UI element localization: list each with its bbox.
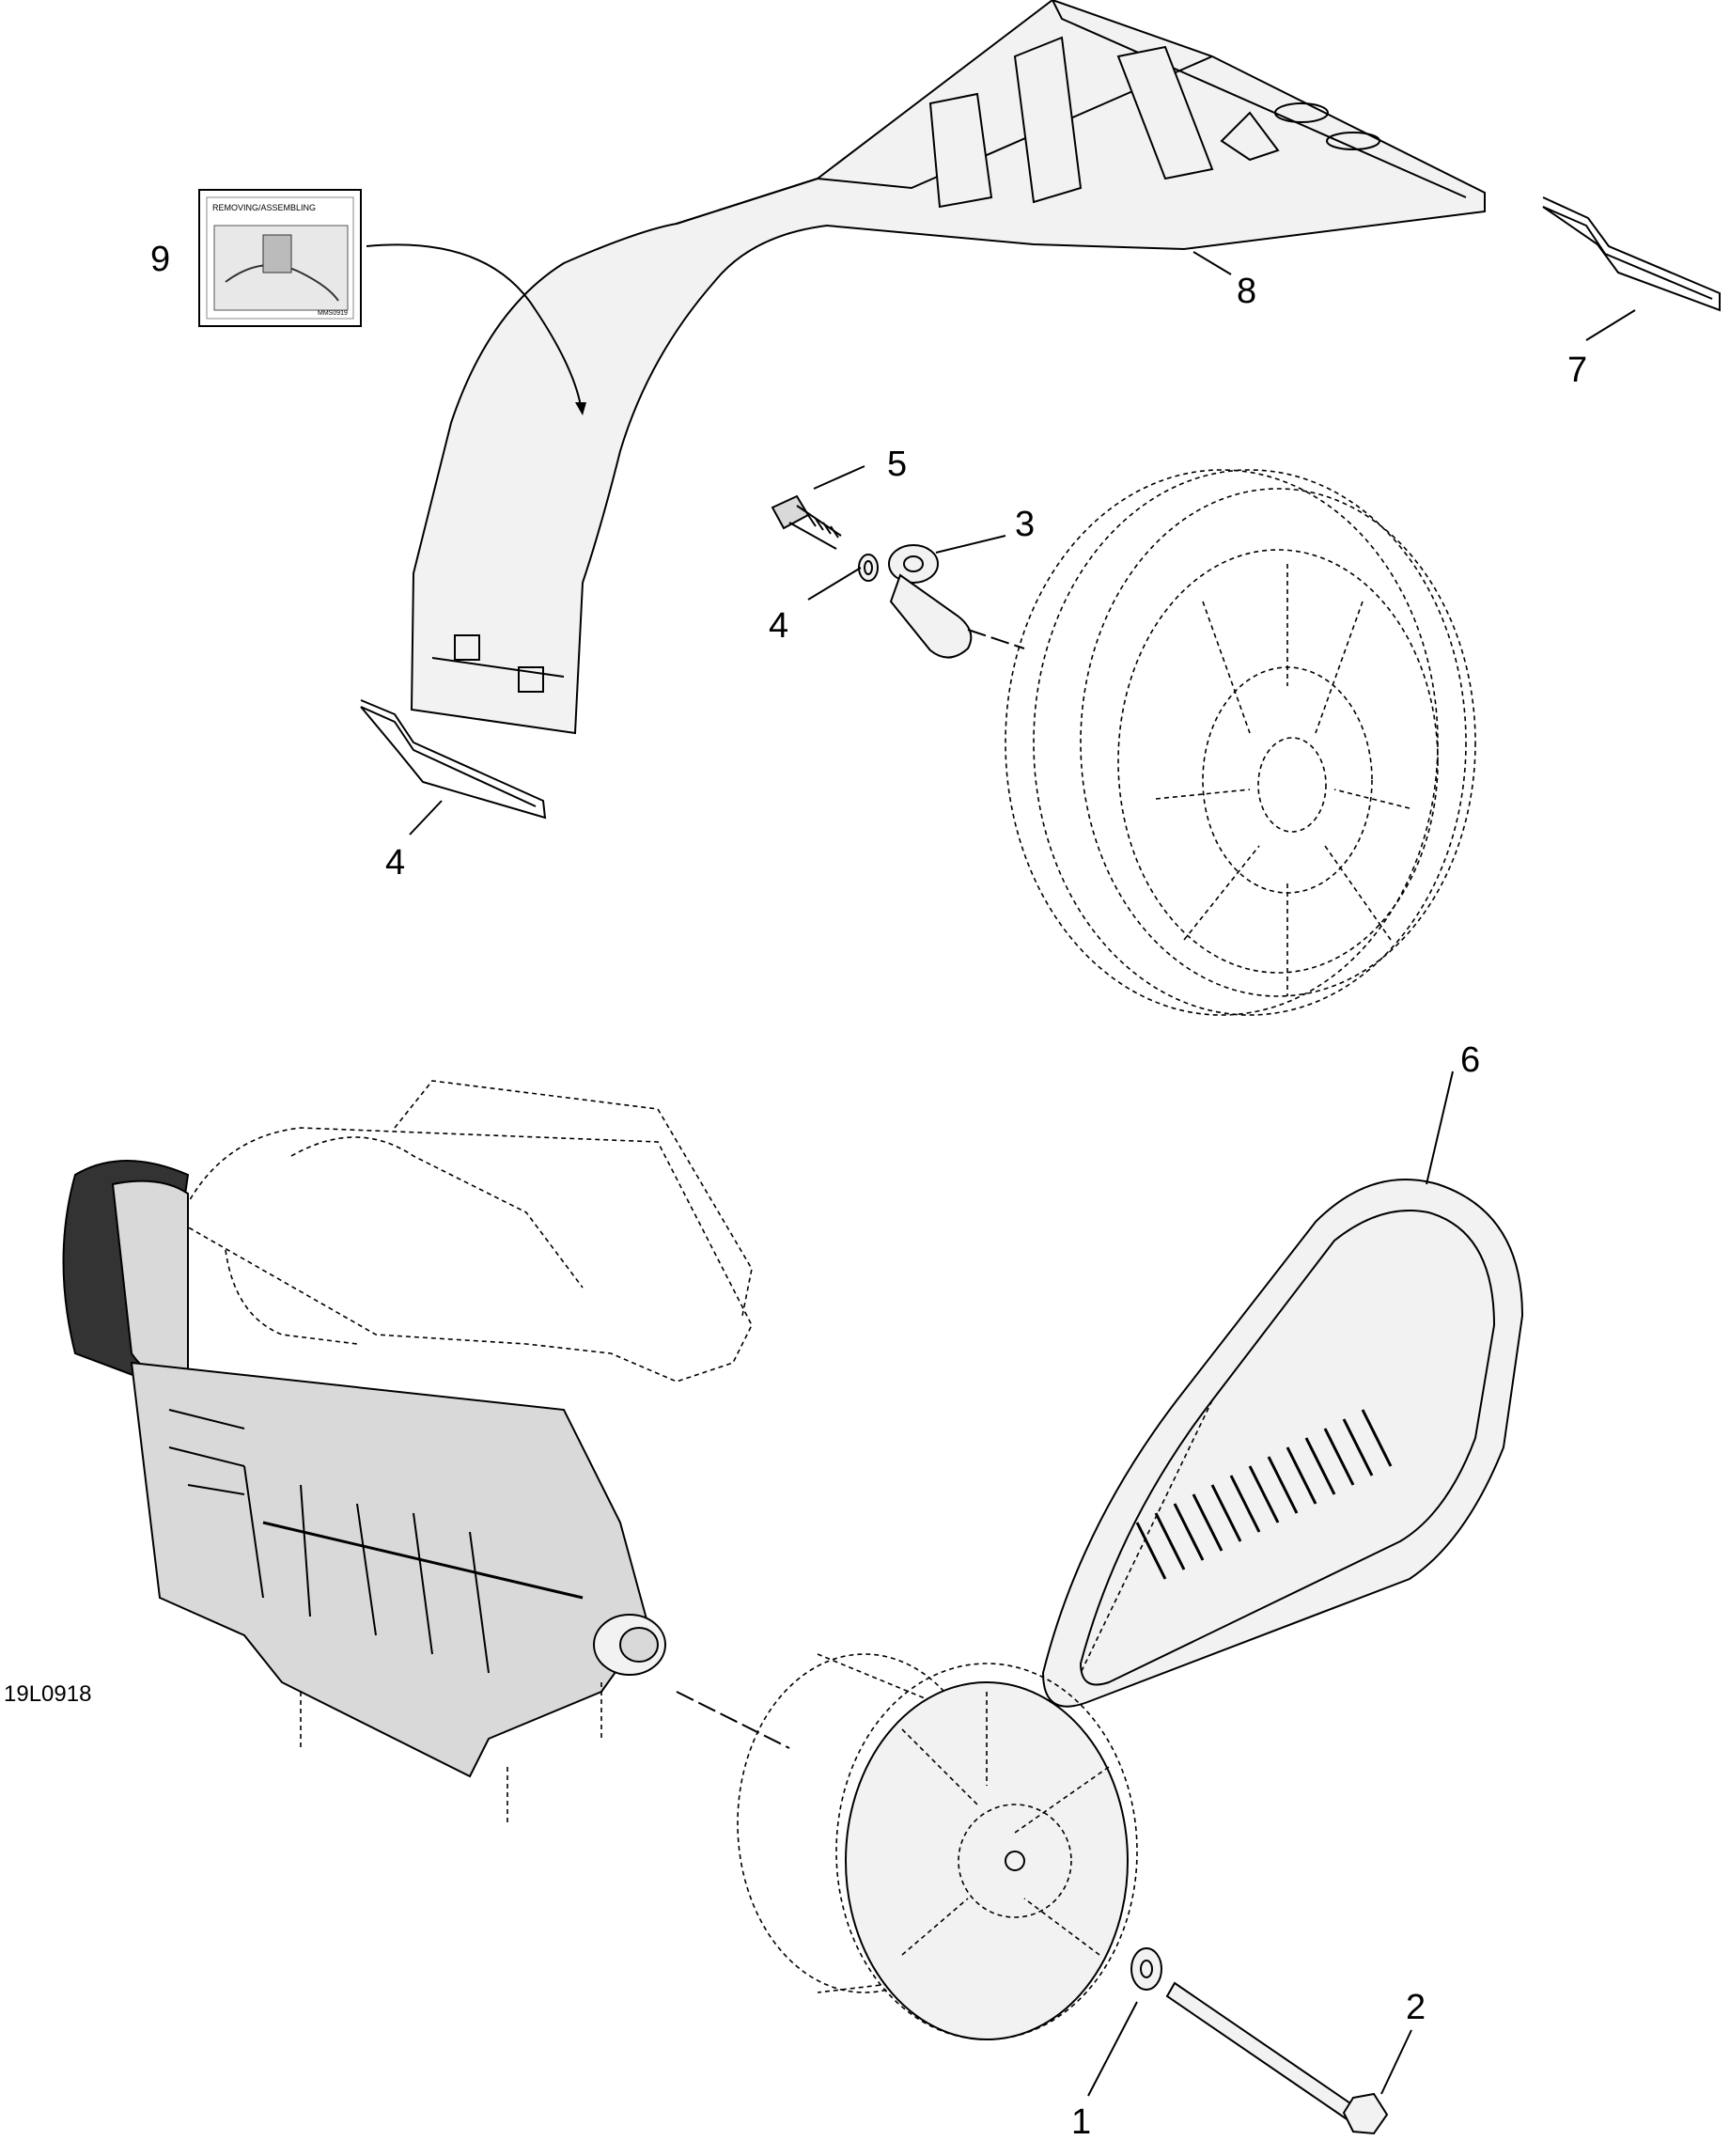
retaining-clip-left[interactable] bbox=[360, 699, 547, 820]
belt-guard[interactable] bbox=[410, 0, 1486, 735]
lock-washer[interactable] bbox=[858, 554, 879, 582]
callout-2: 2 bbox=[1406, 1988, 1426, 2027]
leader-line-4b bbox=[409, 800, 443, 836]
drive-pulley[interactable] bbox=[737, 1653, 1138, 2040]
screw[interactable] bbox=[771, 494, 842, 550]
washer[interactable] bbox=[1130, 1947, 1162, 1991]
callout-6: 6 bbox=[1460, 1040, 1480, 1080]
leader-line-4a bbox=[807, 567, 862, 601]
leader-line-7 bbox=[1585, 309, 1636, 341]
decal-label[interactable]: REMOVING/ASSEMBLING MMS0919 bbox=[198, 189, 362, 327]
callout-9: 9 bbox=[150, 240, 170, 279]
centerline-upper bbox=[967, 629, 1025, 649]
leader-line-3 bbox=[935, 535, 1006, 554]
callout-3: 3 bbox=[1015, 505, 1035, 544]
callout-1: 1 bbox=[1071, 2102, 1091, 2142]
callout-5: 5 bbox=[887, 445, 907, 484]
engine[interactable] bbox=[62, 1080, 753, 1823]
leader-line-9 bbox=[366, 243, 582, 407]
callout-7: 7 bbox=[1567, 351, 1587, 390]
bolt[interactable] bbox=[1165, 1981, 1389, 2135]
leader-arrowhead-9 bbox=[575, 402, 586, 415]
retaining-clip-right[interactable] bbox=[1542, 196, 1721, 312]
decal-corner-code: MMS0919 bbox=[318, 310, 348, 317]
leader-line-5 bbox=[813, 465, 865, 490]
drive-belt[interactable] bbox=[1041, 1179, 1524, 1708]
driven-pulley[interactable] bbox=[1005, 469, 1476, 1016]
leader-line-6 bbox=[1426, 1070, 1454, 1185]
drawing-code: 19L0918 bbox=[4, 1681, 91, 1707]
leader-line-8 bbox=[1192, 251, 1232, 275]
callout-4a: 4 bbox=[769, 606, 788, 646]
decal-header-text: REMOVING/ASSEMBLING bbox=[212, 203, 316, 212]
callout-8: 8 bbox=[1237, 272, 1256, 311]
leader-line-1 bbox=[1087, 2001, 1138, 2097]
callout-4b: 4 bbox=[385, 843, 405, 883]
spacer[interactable] bbox=[888, 544, 973, 659]
leader-line-2 bbox=[1380, 2029, 1412, 2095]
centerline-lower bbox=[676, 1691, 790, 1749]
